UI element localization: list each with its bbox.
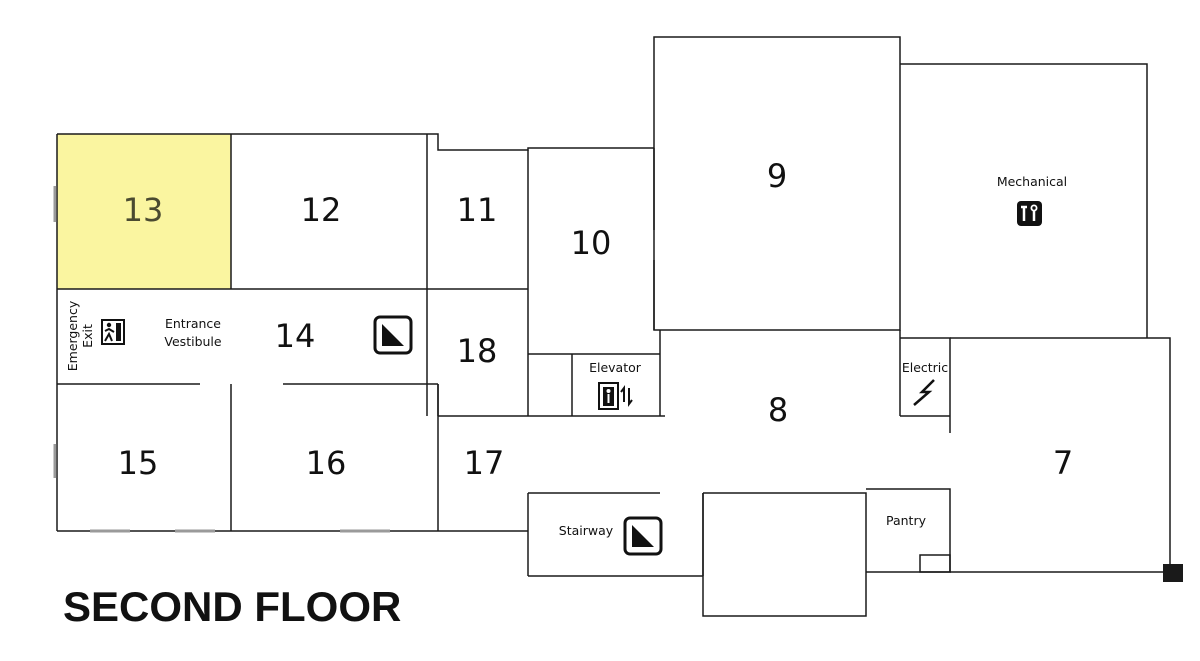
room-15-label[interactable]: 15 <box>118 444 159 482</box>
room-11-label[interactable]: 11 <box>457 191 498 229</box>
stairs-icon-stairway <box>623 516 663 556</box>
corner-marker <box>1163 564 1183 582</box>
emergency-label-line2: Exit <box>80 324 95 348</box>
mechanical-label: Mechanical <box>997 174 1067 189</box>
walls <box>56 36 1171 617</box>
pantry-label: Pantry <box>886 513 927 528</box>
door-marks <box>53 186 390 533</box>
elevator-icon <box>598 382 633 410</box>
room-9-label[interactable]: 9 <box>767 157 787 195</box>
lightning-icon <box>913 379 935 406</box>
room-14-label[interactable]: 14 <box>275 317 316 355</box>
room-8-label[interactable]: 8 <box>768 391 788 429</box>
room-18-label[interactable]: 18 <box>457 332 498 370</box>
room-17-label[interactable]: 17 <box>464 444 505 482</box>
electric-label: Electric <box>902 360 948 375</box>
stairs-icon <box>373 315 413 355</box>
emergency-label-line1: Emergency <box>65 300 80 371</box>
room-13-highlight <box>57 134 231 289</box>
room-7-label[interactable]: 7 <box>1053 444 1073 482</box>
entrance-label-line2: Vestibule <box>164 334 221 349</box>
stairway-label: Stairway <box>559 523 614 538</box>
entrance-label-line1: Entrance <box>165 316 221 331</box>
room-12-label[interactable]: 12 <box>301 191 342 229</box>
tools-icon <box>1017 201 1042 226</box>
room-13-label[interactable]: 13 <box>123 191 164 229</box>
page-title: SECOND FLOOR <box>63 583 402 630</box>
emergency-exit-icon <box>101 319 125 345</box>
room-10-label[interactable]: 10 <box>571 224 612 262</box>
room-16-label[interactable]: 16 <box>306 444 347 482</box>
elevator-label: Elevator <box>589 360 642 375</box>
